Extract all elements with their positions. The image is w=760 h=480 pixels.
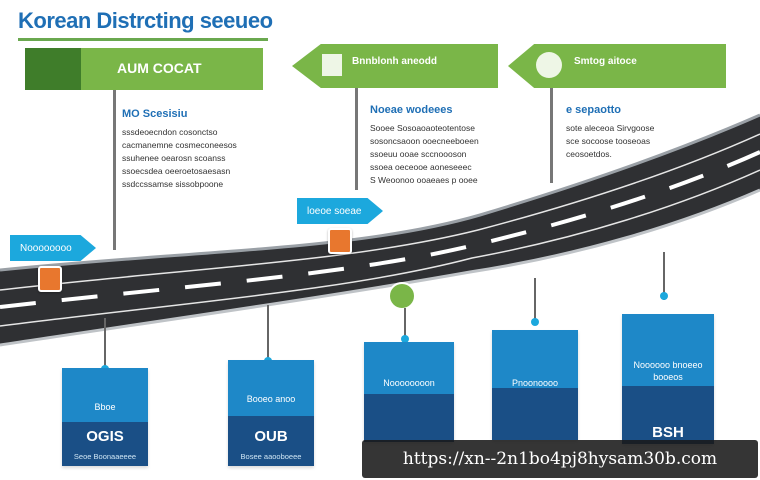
block-line: ceosoetdos. [566,149,612,159]
vehicle-icon [536,52,562,78]
box-label: Noooooo bnoeeo [633,360,703,370]
box-stem [663,252,665,300]
text-block-1: MO Scesisiu sssdeoecndon cosonctso cacma… [122,108,237,191]
info-box-1: Bboe OGIS Seoe Boonaaeeee [62,368,148,466]
url-watermark: https://xn--2n1bo4pj8hysam30b.com [362,440,758,478]
box-sublabel: booeos [653,372,683,382]
check-marker-icon [388,282,416,310]
block-line: ssdccssamse sissobpoone [122,179,224,189]
box-value: OGIS [86,428,124,445]
box-stem [104,318,106,370]
page-title: Korean Distrcting seeueo [18,8,273,33]
stem-dot [531,318,539,326]
box-value: OUB [254,428,288,445]
block-heading: e sepaotto [566,104,622,116]
box-footer: Seoe Boonaaeeee [73,452,137,461]
info-box-4: Pnoonoooo [492,330,578,440]
road-marker-icon [38,266,62,292]
arrow-sign-2: loeoe soeae [297,198,383,224]
stem-dot [660,292,668,300]
green-sign-1: AUM COCAT [25,48,263,90]
block-line: S Weoonoo ooaeaes p ooee [370,175,478,185]
block-line: sssdeoecndon cosonctso [122,127,218,137]
title-underline [18,38,268,41]
block-line: sce socoose tooseoas [566,136,651,146]
arrow-sign-1: Noooooooo [10,235,96,261]
block-line: sosoncsaoon ooecneeboeen [370,136,479,146]
box-label: Pnoonoooo [511,378,559,388]
green-sign-3-label: Smtog aitoce [574,56,637,67]
box-stem [404,308,406,344]
info-box-2: Booeo anoo OUB Bosee aaooboeee [228,360,314,466]
block-line: Sooee Sosoaoaoteotentose [370,123,475,133]
text-block-2: Noeae wodeees Sooee Sosoaoaoteotentose s… [370,104,479,187]
box-label: Bboe [94,402,116,412]
box-base [364,394,454,442]
green-sign-1-label: AUM COCAT [117,60,202,76]
box-stem [267,305,269,365]
document-icon [322,54,342,76]
green-sign-2: Bnnblonh aneodd [292,44,498,88]
info-box-3: Noooooooon [364,342,454,442]
green-sign-2-label: Bnnblonh aneodd [352,56,437,67]
box-base [62,422,148,466]
sign-pole [113,90,116,250]
block-heading: Noeae wodeees [370,104,453,116]
box-label: Noooooooon [383,378,435,388]
box-base [492,388,578,440]
sign-pole [355,88,358,190]
box-label: Booeo anoo [246,394,296,404]
box-base [228,416,314,466]
block-heading: MO Scesisiu [122,108,188,120]
info-box-5: Noooooo bnoeeo booeos BSH [622,314,714,444]
block-line: ssuhenee oearosn scoanss [122,153,226,163]
road-marker-icon [328,228,352,254]
block-line: sote aleceoa Sirvgoose [566,123,655,133]
sign-pole [550,88,553,183]
stem-dot [401,335,409,343]
sign-icon [25,48,81,90]
box-stem [534,278,536,324]
block-line: ssoecsdea oeeroetosaesasn [122,166,231,176]
block-line: ssoeuu ooae sccnoooson [370,149,467,159]
text-block-3: e sepaotto sote aleceoa Sirvgoose sce so… [566,104,654,161]
box-base [622,386,714,444]
block-line: cacmanemne cosmeconeesos [122,140,237,150]
box-footer: Bosee aaooboeee [240,452,302,461]
block-line: ssoea oeceooe aoneseeec [370,162,472,172]
box-value: BSH [652,424,684,441]
green-sign-3: Smtog aitoce [508,44,726,88]
